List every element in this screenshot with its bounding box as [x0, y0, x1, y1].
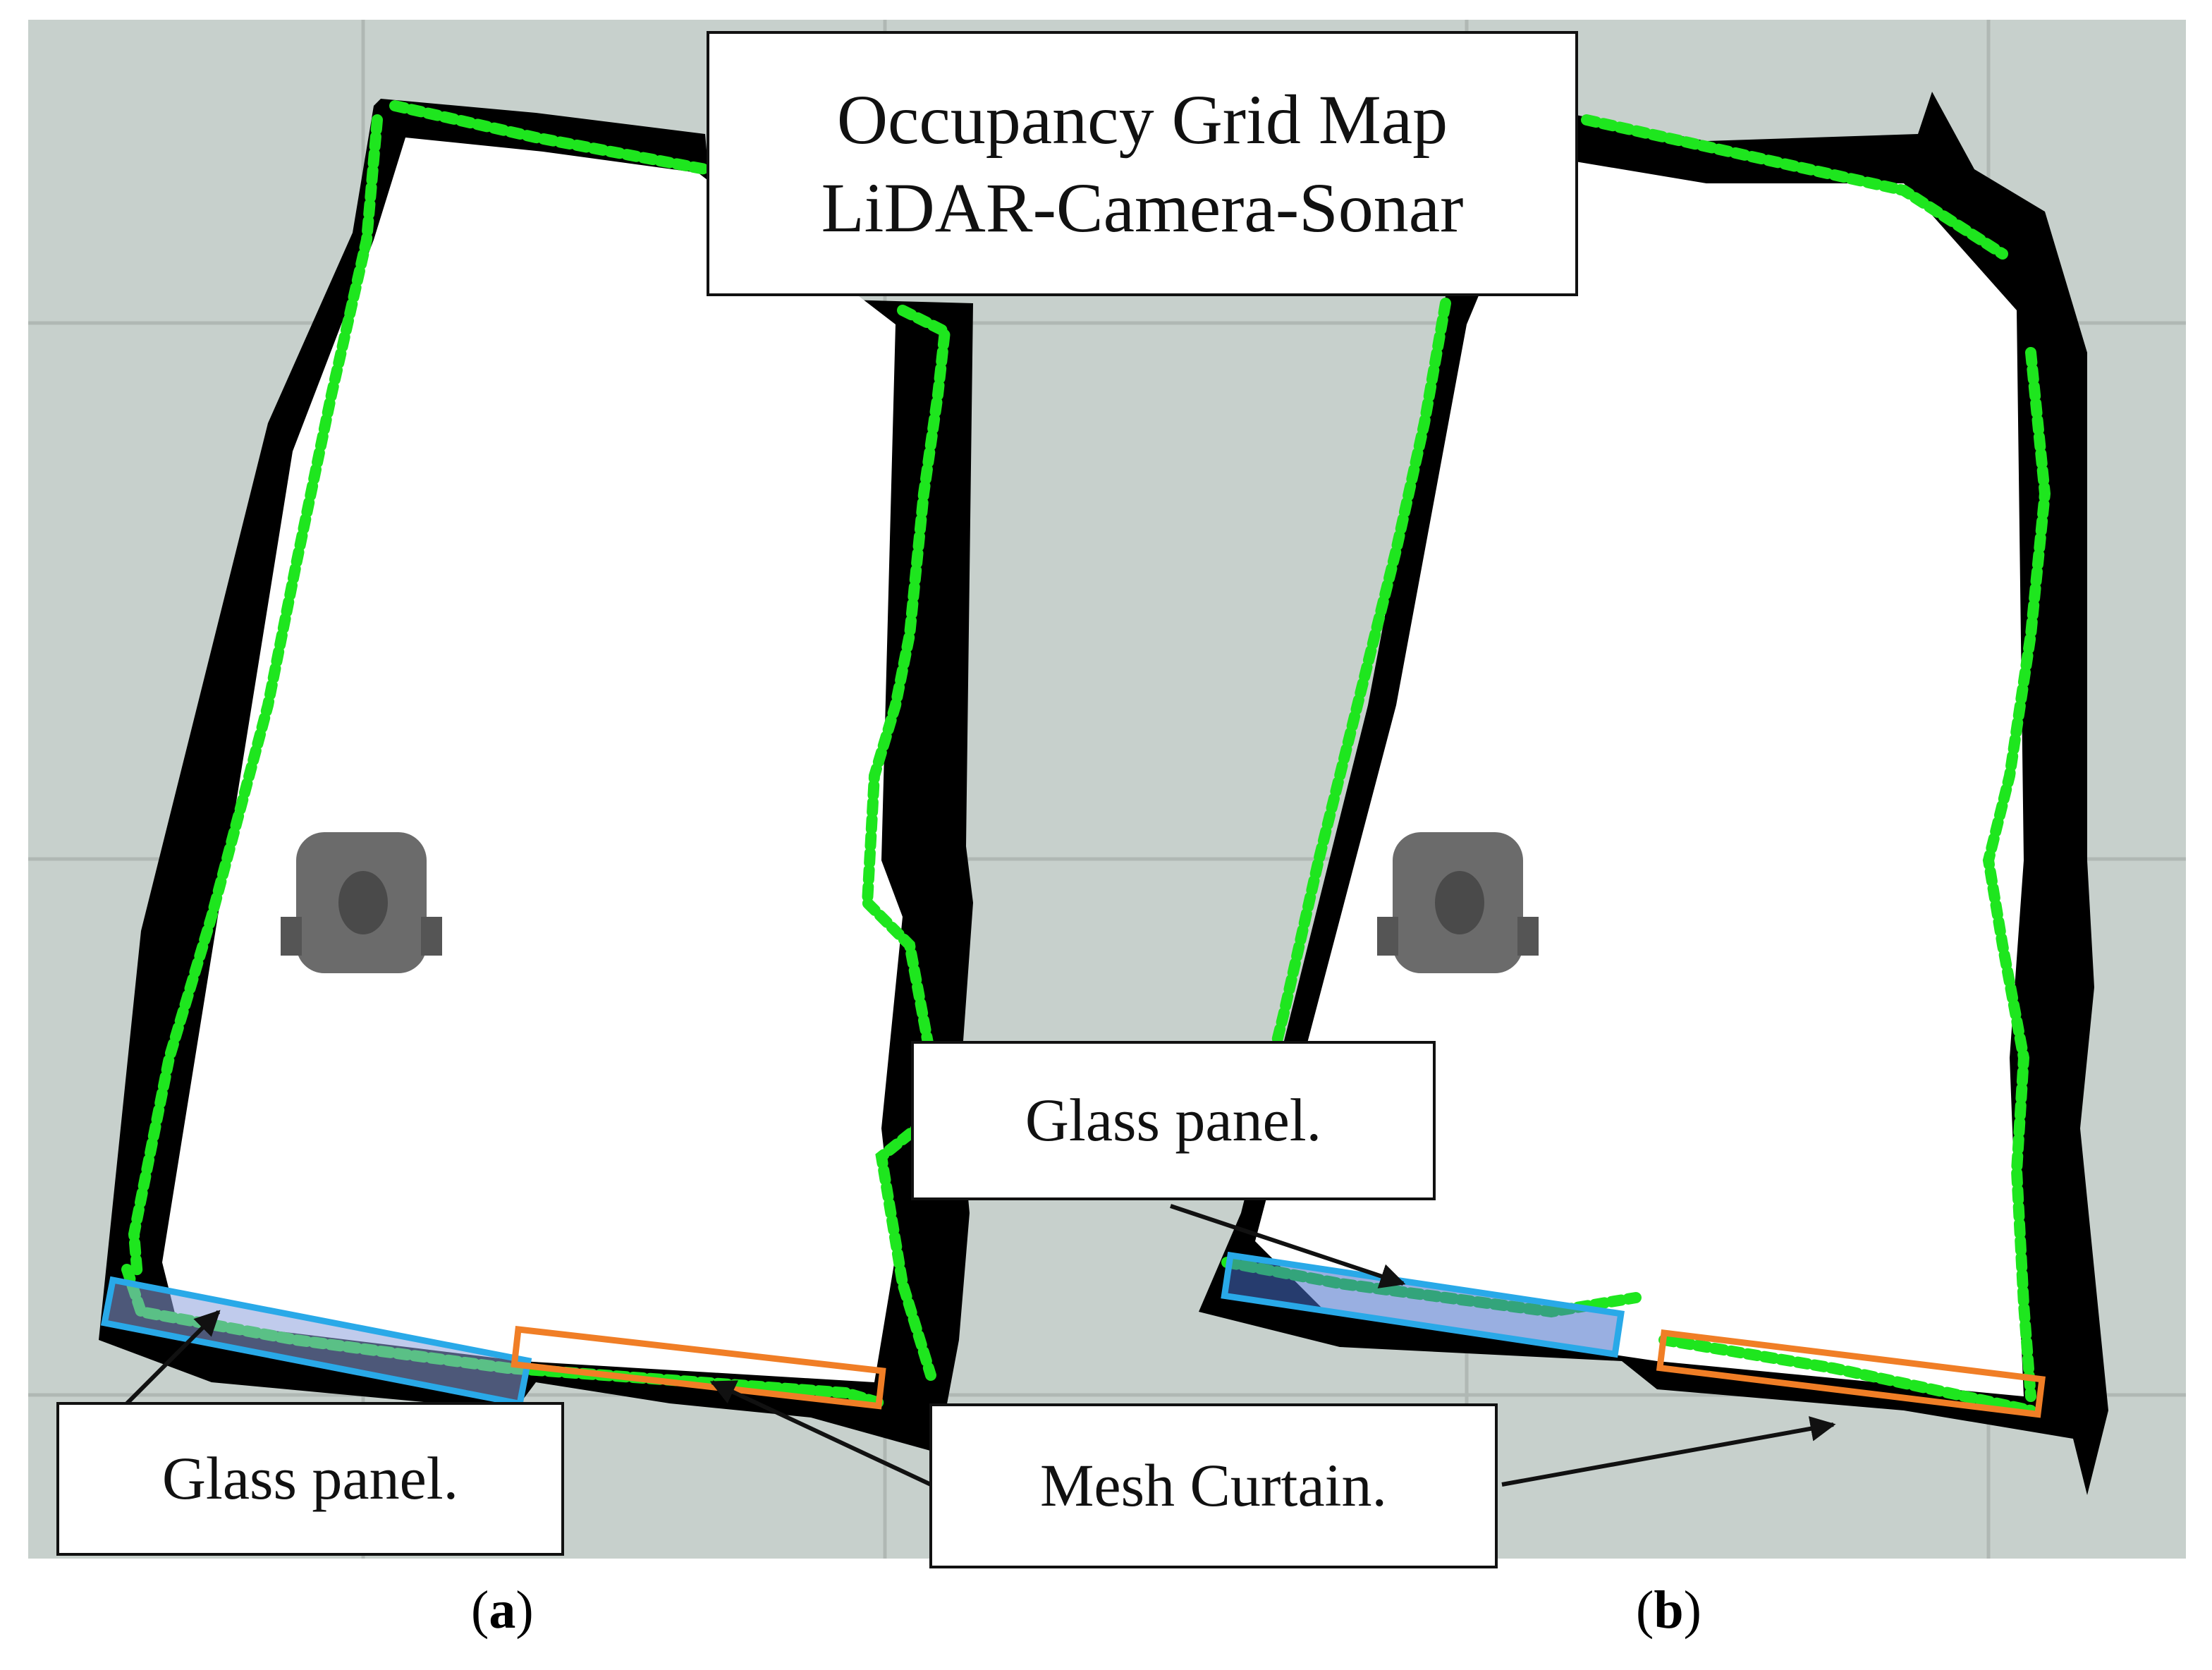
glass-panel-callout-a: Glass panel. — [56, 1402, 564, 1556]
glass-panel-label-a: Glass panel. — [161, 1444, 459, 1513]
glass-panel-label-b: Glass panel. — [1025, 1086, 1322, 1154]
mesh-curtain-highlight-b — [1656, 1329, 2046, 1418]
free-space-b — [1255, 155, 2024, 1396]
robot-icon-a — [281, 832, 442, 973]
glass-panel-highlight-b — [1221, 1251, 1625, 1358]
mesh-curtain-highlight-a — [511, 1326, 886, 1410]
free-space-a — [162, 138, 903, 1382]
title-line-1: Occupancy Grid Map — [836, 80, 1448, 159]
panel-caption-b: (b) — [1636, 1580, 1701, 1640]
mesh-curtain-callout: Mesh Curtain. — [929, 1403, 1498, 1568]
panel-label-b: b — [1654, 1580, 1684, 1640]
mesh-curtain-label: Mesh Curtain. — [1039, 1451, 1388, 1520]
title-line-2: LiDAR-Camera-Sonar — [821, 169, 1464, 247]
robot-icon-b — [1377, 832, 1539, 973]
glass-panel-callout-b: Glass panel. — [911, 1041, 1436, 1200]
map-panel-a — [99, 99, 973, 1453]
title-box: Occupancy Grid Map LiDAR-Camera-Sonar — [707, 31, 1578, 296]
arrow-icon — [709, 1380, 932, 1487]
arrow-icon — [1501, 1416, 1836, 1487]
arrow-icon — [1170, 1204, 1406, 1288]
panel-caption-a: (a) — [471, 1580, 534, 1640]
panel-label-a: a — [489, 1580, 516, 1640]
